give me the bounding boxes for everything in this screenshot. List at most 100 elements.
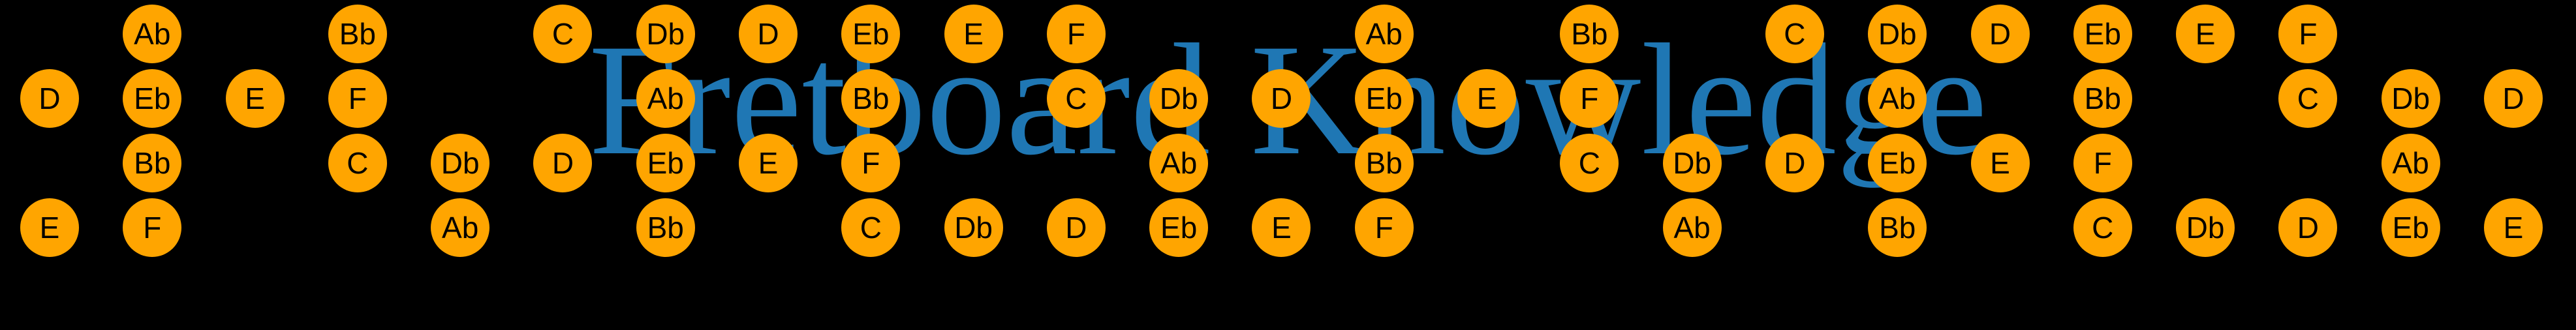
note-label: Ab xyxy=(647,82,684,115)
note-marker: E xyxy=(20,198,79,257)
note-marker: Ab xyxy=(431,198,490,257)
note-marker: Eb xyxy=(1149,198,1209,257)
note-label: Eb xyxy=(2392,211,2429,245)
note-marker: Eb xyxy=(2381,198,2440,257)
note-marker: Ab xyxy=(1868,69,1927,128)
note-label: Bb xyxy=(339,17,376,51)
note-marker: E xyxy=(1457,69,1517,128)
note-label: Db xyxy=(954,211,993,245)
note-marker: C xyxy=(2278,69,2338,128)
note-label: Db xyxy=(1159,82,1198,115)
note-label: D xyxy=(2297,211,2319,245)
note-marker: Bb xyxy=(1560,5,1619,63)
note-marker: F xyxy=(1046,5,1106,63)
note-marker: Ab xyxy=(1149,134,1209,192)
note-label: D xyxy=(1989,17,2011,51)
note-label: E xyxy=(39,211,60,245)
note-marker: F xyxy=(2278,5,2338,63)
note-label: Ab xyxy=(134,17,171,51)
note-label: F xyxy=(143,211,162,245)
note-label: Eb xyxy=(2084,17,2121,51)
note-label: Db xyxy=(2186,211,2225,245)
note-label: D xyxy=(757,17,779,51)
note-label: Db xyxy=(441,146,480,180)
note-marker: C xyxy=(841,198,901,257)
note-label: Bb xyxy=(134,146,171,180)
note-label: C xyxy=(347,146,369,180)
note-marker: C xyxy=(328,134,387,192)
note-marker: F xyxy=(841,134,901,192)
note-marker: Bb xyxy=(1868,198,1927,257)
note-marker: F xyxy=(1560,69,1619,128)
note-marker: D xyxy=(2278,198,2338,257)
note-label: C xyxy=(2297,82,2319,115)
note-label: F xyxy=(2093,146,2112,180)
note-marker: D xyxy=(20,69,79,128)
note-label: C xyxy=(2092,211,2114,245)
note-label: D xyxy=(1270,82,1293,115)
note-label: Ab xyxy=(2392,146,2429,180)
note-label: Bb xyxy=(1571,17,1608,51)
note-marker: Bb xyxy=(328,5,387,63)
note-marker: Db xyxy=(1149,69,1209,128)
note-label: C xyxy=(860,211,882,245)
note-marker: Eb xyxy=(1868,134,1927,192)
note-marker: D xyxy=(739,5,798,63)
note-marker: F xyxy=(2073,134,2132,192)
note-label: E xyxy=(963,17,984,51)
note-marker: D xyxy=(1970,5,2030,63)
note-marker: Db xyxy=(944,198,1003,257)
note-marker: E xyxy=(944,5,1003,63)
note-label: Bb xyxy=(2084,82,2121,115)
note-marker: E xyxy=(2176,5,2235,63)
note-label: D xyxy=(39,82,61,115)
note-marker: Ab xyxy=(1354,5,1414,63)
note-label: Ab xyxy=(442,211,479,245)
note-marker: Db xyxy=(1662,134,1722,192)
note-label: Ab xyxy=(1879,82,1916,115)
note-label: Bb xyxy=(647,211,684,245)
note-marker: Db xyxy=(1868,5,1927,63)
note-marker: Eb xyxy=(2073,5,2132,63)
note-marker: Db xyxy=(431,134,490,192)
note-label: F xyxy=(2299,17,2318,51)
note-label: E xyxy=(758,146,779,180)
note-label: Bb xyxy=(1879,211,1916,245)
note-marker: F xyxy=(328,69,387,128)
note-marker: Ab xyxy=(1662,198,1722,257)
note-marker: Ab xyxy=(123,5,182,63)
note-marker: Bb xyxy=(123,134,182,192)
note-label: C xyxy=(1784,17,1806,51)
note-label: D xyxy=(1784,146,1806,180)
note-marker: Db xyxy=(2381,69,2440,128)
note-label: E xyxy=(1476,82,1497,115)
note-marker: Eb xyxy=(1354,69,1414,128)
note-label: Ab xyxy=(1160,146,1198,180)
note-marker: C xyxy=(1560,134,1619,192)
note-label: Eb xyxy=(1160,211,1198,245)
note-marker: E xyxy=(1970,134,2030,192)
note-label: Ab xyxy=(1673,211,1711,245)
note-marker: Eb xyxy=(841,5,901,63)
note-label: Eb xyxy=(647,146,684,180)
note-marker: C xyxy=(1046,69,1106,128)
note-marker: C xyxy=(1765,5,1824,63)
note-label: Db xyxy=(2391,82,2430,115)
note-label: D xyxy=(2502,82,2524,115)
note-label: E xyxy=(1990,146,2010,180)
note-marker: D xyxy=(2483,69,2543,128)
note-marker: Bb xyxy=(841,69,901,128)
note-marker: D xyxy=(1046,198,1106,257)
note-marker: Bb xyxy=(2073,69,2132,128)
note-label: E xyxy=(2195,17,2216,51)
note-label: E xyxy=(245,82,265,115)
note-marker: Eb xyxy=(636,134,695,192)
note-label: D xyxy=(551,146,574,180)
note-marker: Db xyxy=(2176,198,2235,257)
note-label: C xyxy=(1065,82,1087,115)
note-label: Db xyxy=(1878,17,1917,51)
note-marker: F xyxy=(123,198,182,257)
note-marker: D xyxy=(1765,134,1824,192)
note-marker: D xyxy=(1252,69,1311,128)
note-marker: Bb xyxy=(1354,134,1414,192)
